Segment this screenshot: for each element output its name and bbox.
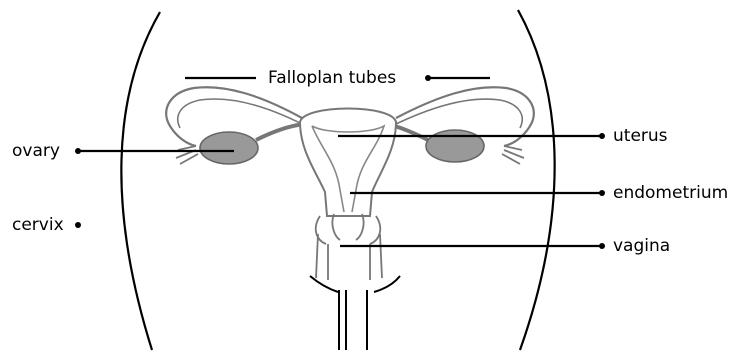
label-endometrium: endometrium: [613, 183, 728, 203]
leader-dot-cervix: [75, 222, 81, 228]
fimbriae-left: [176, 146, 198, 164]
label-uterus: uterus: [613, 126, 668, 146]
label-cervix: cervix: [12, 215, 64, 235]
body-outline-right: [518, 10, 555, 350]
ovarian-ligament-left: [256, 124, 304, 140]
fallopian-tube-left-inner: [178, 99, 302, 128]
leader-dot-vagina: [599, 243, 605, 249]
label-vagina: vagina: [613, 236, 670, 256]
fallopian-tube-right-inner: [396, 99, 522, 128]
leader-dot-uterus: [599, 133, 605, 139]
uterus-outline: [300, 109, 396, 217]
leader-dot-ovary: [75, 148, 81, 154]
ovary-right: [426, 130, 484, 162]
label-ovary: ovary: [12, 141, 60, 161]
vagina-outline: [316, 234, 382, 280]
cervix-outline: [316, 214, 381, 244]
leg-inner-lines: [339, 290, 367, 350]
label-fallopian-tubes: Falloplan tubes: [268, 68, 396, 88]
leader-dot-fallopian: [425, 75, 431, 81]
ovary-left: [200, 132, 258, 164]
leg-outline: [310, 276, 400, 292]
fimbriae-right: [502, 146, 524, 164]
body-outline-left: [121, 12, 160, 350]
leader-dot-endometrium: [599, 190, 605, 196]
